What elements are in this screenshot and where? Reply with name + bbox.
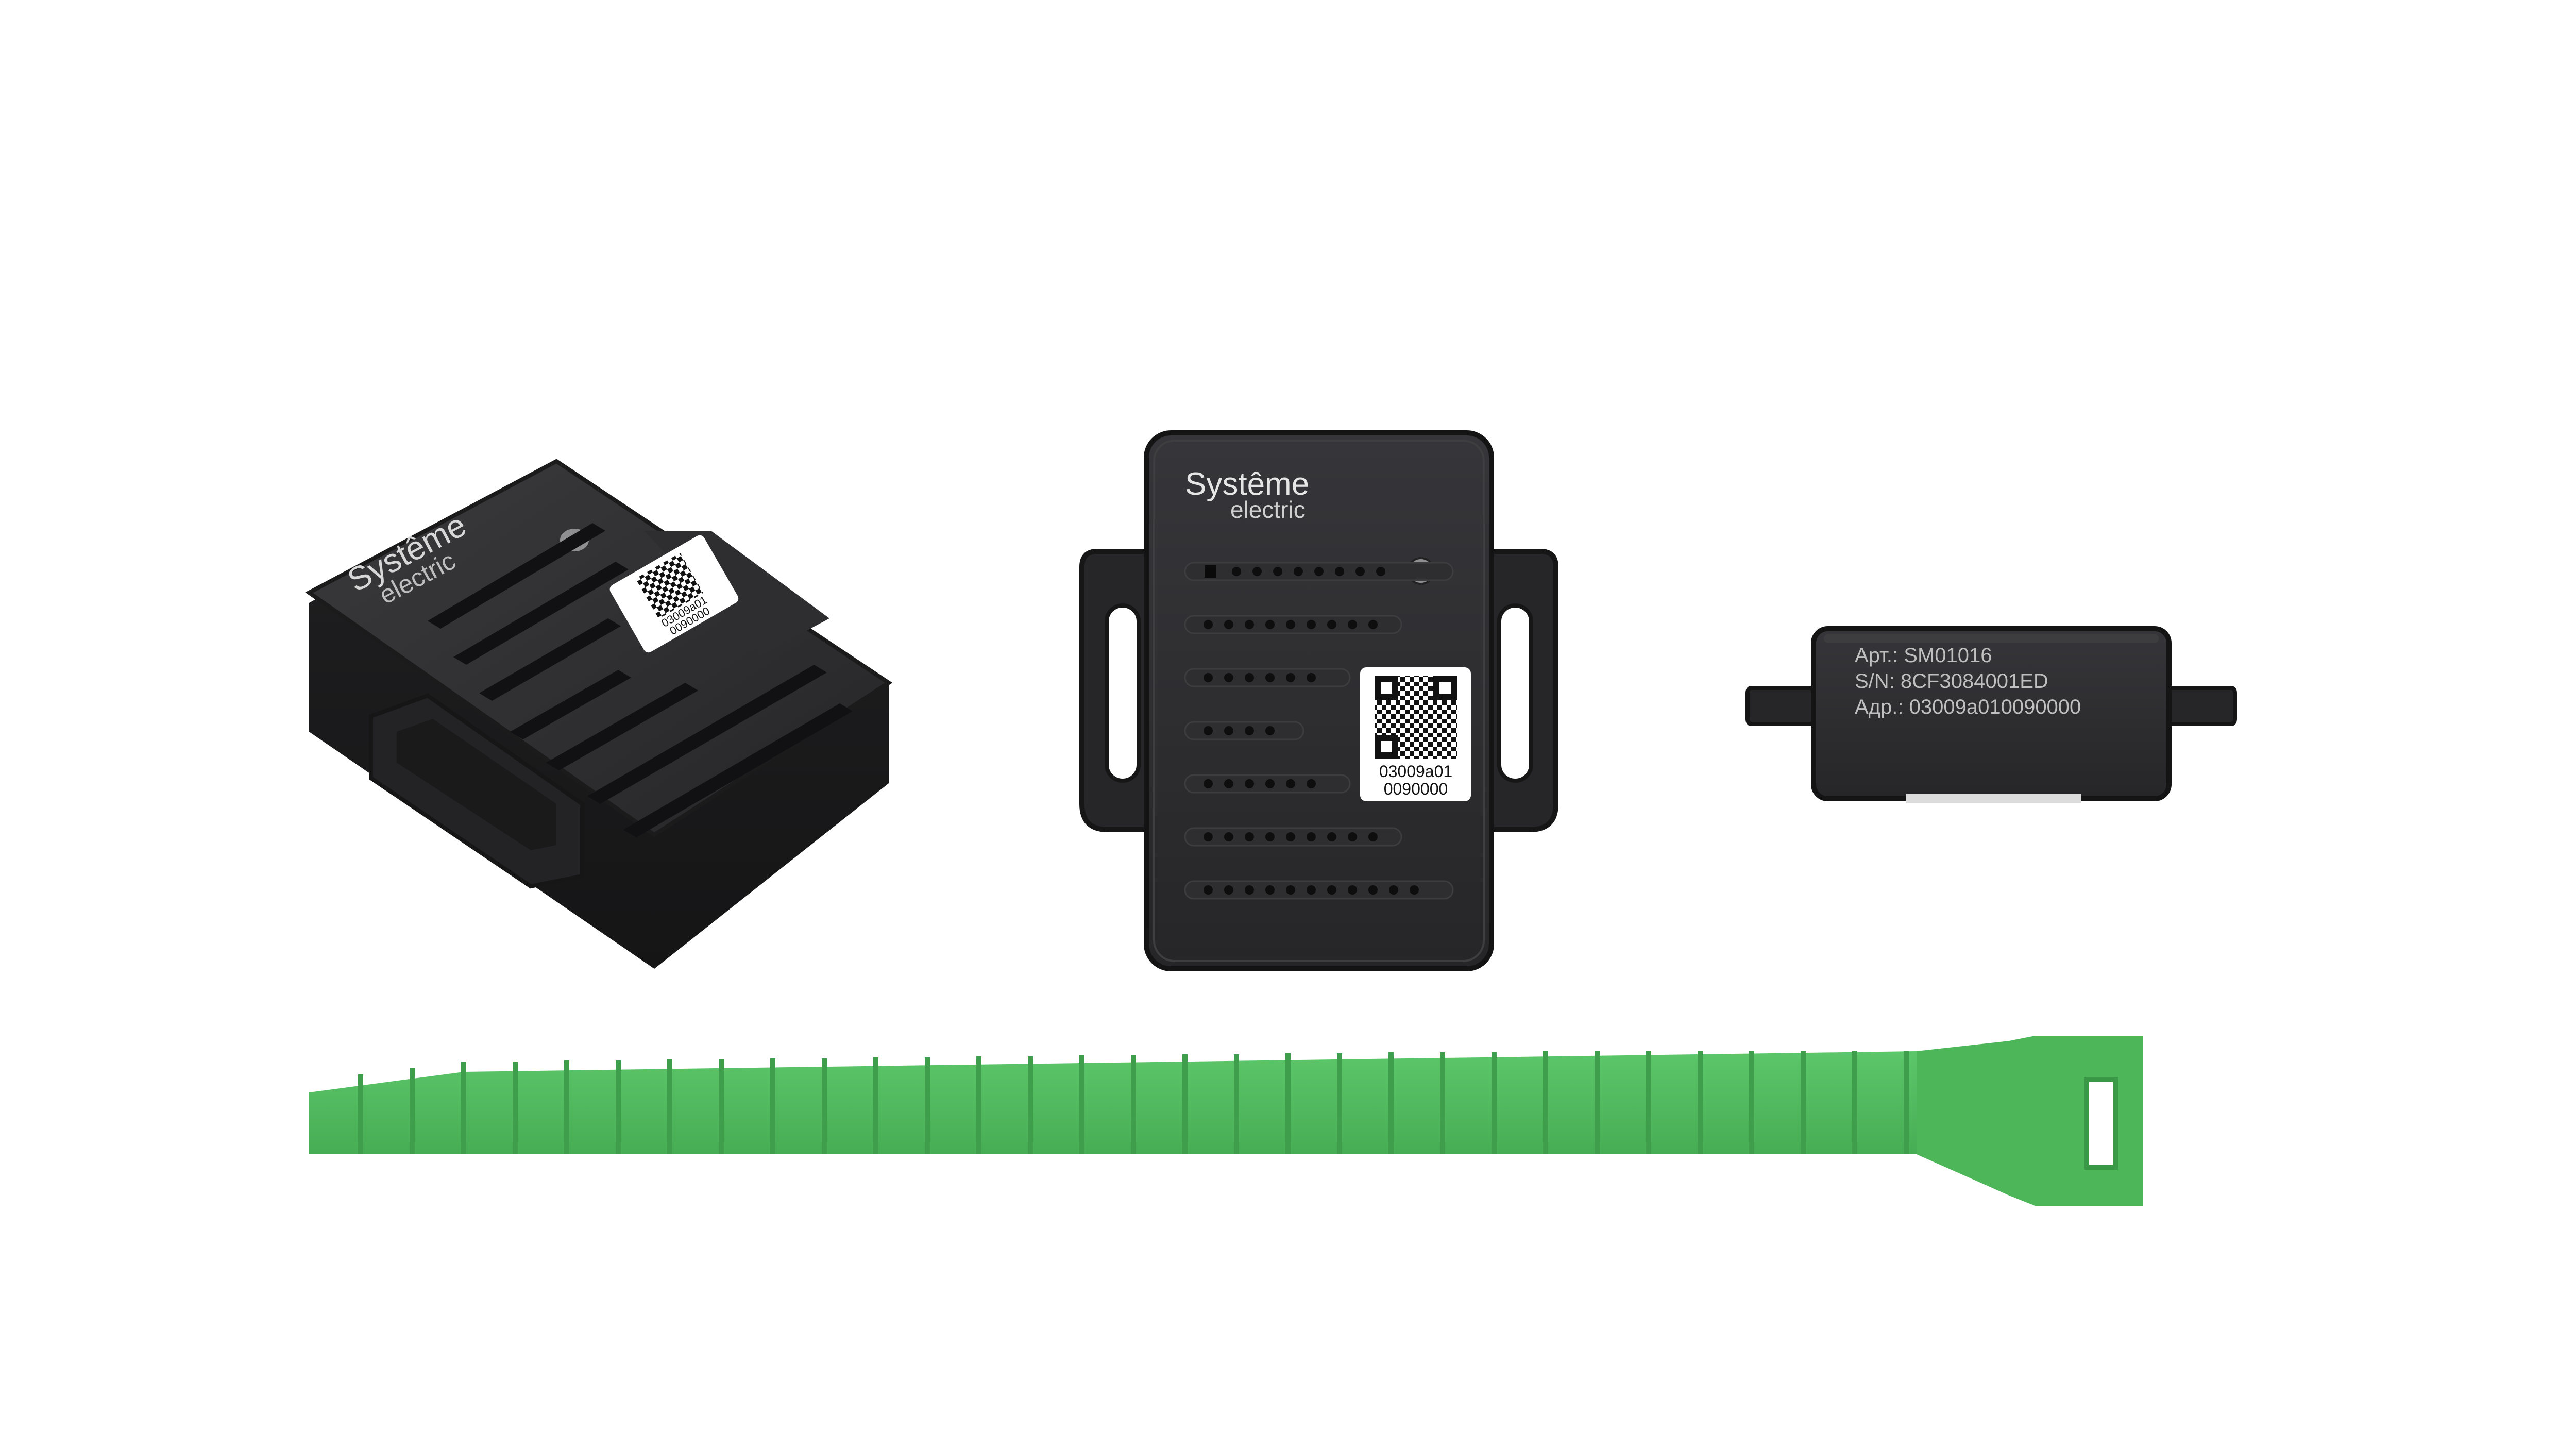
cable-tie-ribs bbox=[358, 1051, 1909, 1154]
green-cable-tie bbox=[309, 1036, 2143, 1206]
cable-tie-slot bbox=[2084, 1077, 2118, 1170]
mount-slot-left bbox=[1105, 603, 1141, 783]
qr-text-2: 0090000 bbox=[1384, 780, 1448, 798]
side-label-address: Адр.: 03009a010090000 bbox=[1855, 696, 2081, 718]
vent-holes bbox=[1204, 565, 1419, 895]
cable-tie-band bbox=[309, 1051, 2035, 1154]
side-flange bbox=[1745, 686, 1821, 726]
brand-logo-sub: electric bbox=[1230, 496, 1306, 523]
side-label-article: Арт.: SM01016 bbox=[1855, 644, 1992, 667]
qr-code-iso bbox=[635, 552, 704, 619]
vent-slots-iso bbox=[428, 523, 853, 837]
side-label-serial: S/N: 8CF3084001ED bbox=[1855, 670, 2048, 693]
sensor-front: Systême electric 03 bbox=[1079, 430, 1558, 971]
brand-logo: Systême bbox=[1185, 466, 1309, 502]
mount-slot-right bbox=[1497, 603, 1533, 783]
sensor-side: Арт.: SM01016 S/N: 8CF3084001ED Адр.: 03… bbox=[1745, 626, 2237, 803]
qr-text-1: 03009a01 bbox=[1379, 762, 1452, 781]
sensor-isometric: Systême electric 03009a01 0090000 bbox=[305, 459, 893, 969]
